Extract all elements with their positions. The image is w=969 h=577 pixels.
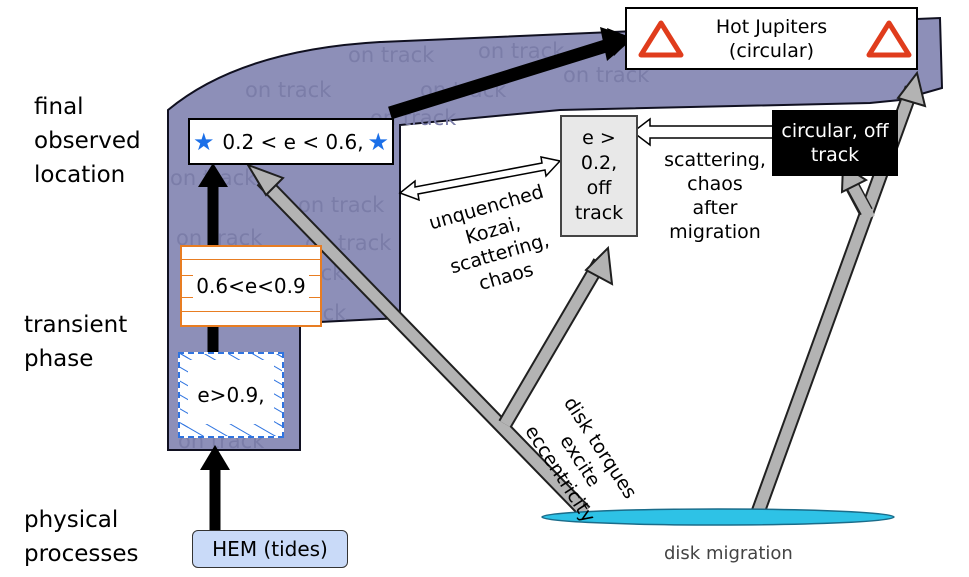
off-track-line: track — [574, 202, 624, 224]
arrow-head — [245, 163, 285, 197]
triangle-icon — [866, 20, 912, 58]
row-label-line: final — [34, 94, 84, 120]
annotation-line: migration — [669, 221, 761, 243]
circular-off-line: track — [810, 144, 860, 166]
divider — [182, 311, 320, 312]
row-label-final: final observed location — [34, 90, 141, 192]
annotation-line: chaos — [687, 173, 743, 195]
arrow-head — [584, 245, 614, 286]
star-icon: ★ — [193, 128, 215, 156]
arrow-head — [896, 70, 927, 108]
circular-off-line: circular, off — [781, 120, 889, 142]
annotation-line: scattering, — [664, 149, 766, 171]
on-track-label: on track — [298, 193, 385, 217]
hem-label: HEM (tides) — [212, 537, 328, 561]
high-eccentricity-box: 0.6<e<0.9 — [180, 245, 322, 327]
row-label-line: physical — [24, 507, 119, 533]
hot-jupiters-title: Hot Jupiters — [715, 15, 828, 38]
off-track-eccentric-box: e > 0.2, off track — [560, 115, 638, 237]
hem-box: HEM (tides) — [192, 530, 348, 568]
white-arrow — [631, 117, 776, 147]
scattering-after-annotation: scattering, chaos after migration — [656, 148, 774, 244]
row-label-line: transient — [24, 312, 128, 338]
very-high-eccentricity-label: e>0.9, — [197, 383, 265, 407]
on-track-label: on track — [348, 43, 435, 67]
star-icon: ★ — [367, 128, 389, 156]
row-label-transient: transient phase — [24, 308, 127, 376]
mid-eccentricity-label: 0.2 < e < 0.6, — [222, 129, 364, 154]
off-track-line: e > 0.2, — [580, 127, 618, 174]
hot-jupiters-box: Hot Jupiters (circular) — [625, 7, 918, 70]
row-label-physical: physical processes — [24, 503, 139, 571]
very-high-eccentricity-box: e>0.9, — [178, 352, 284, 438]
disk-migration-label: disk migration — [664, 543, 793, 564]
high-eccentricity-label: 0.6<e<0.9 — [193, 274, 309, 298]
triangle-icon — [638, 20, 684, 58]
row-label-line: phase — [24, 346, 94, 372]
divider — [182, 259, 320, 260]
row-label-line: observed — [34, 128, 141, 154]
off-track-line: off — [586, 177, 612, 199]
hatch-pattern — [180, 354, 282, 436]
row-label-line: location — [34, 162, 126, 188]
hot-jupiters-subtitle: (circular) — [728, 39, 815, 62]
row-label-line: processes — [24, 541, 139, 567]
on-track-label: on track — [245, 78, 332, 102]
annotation-line: after — [692, 197, 738, 219]
mid-eccentricity-box: ★ 0.2 < e < 0.6, ★ — [188, 118, 394, 165]
circular-off-track-box: circular, off track — [772, 110, 898, 176]
disk — [541, 508, 895, 526]
arrow-mid-to-hotjupiters — [388, 37, 614, 120]
